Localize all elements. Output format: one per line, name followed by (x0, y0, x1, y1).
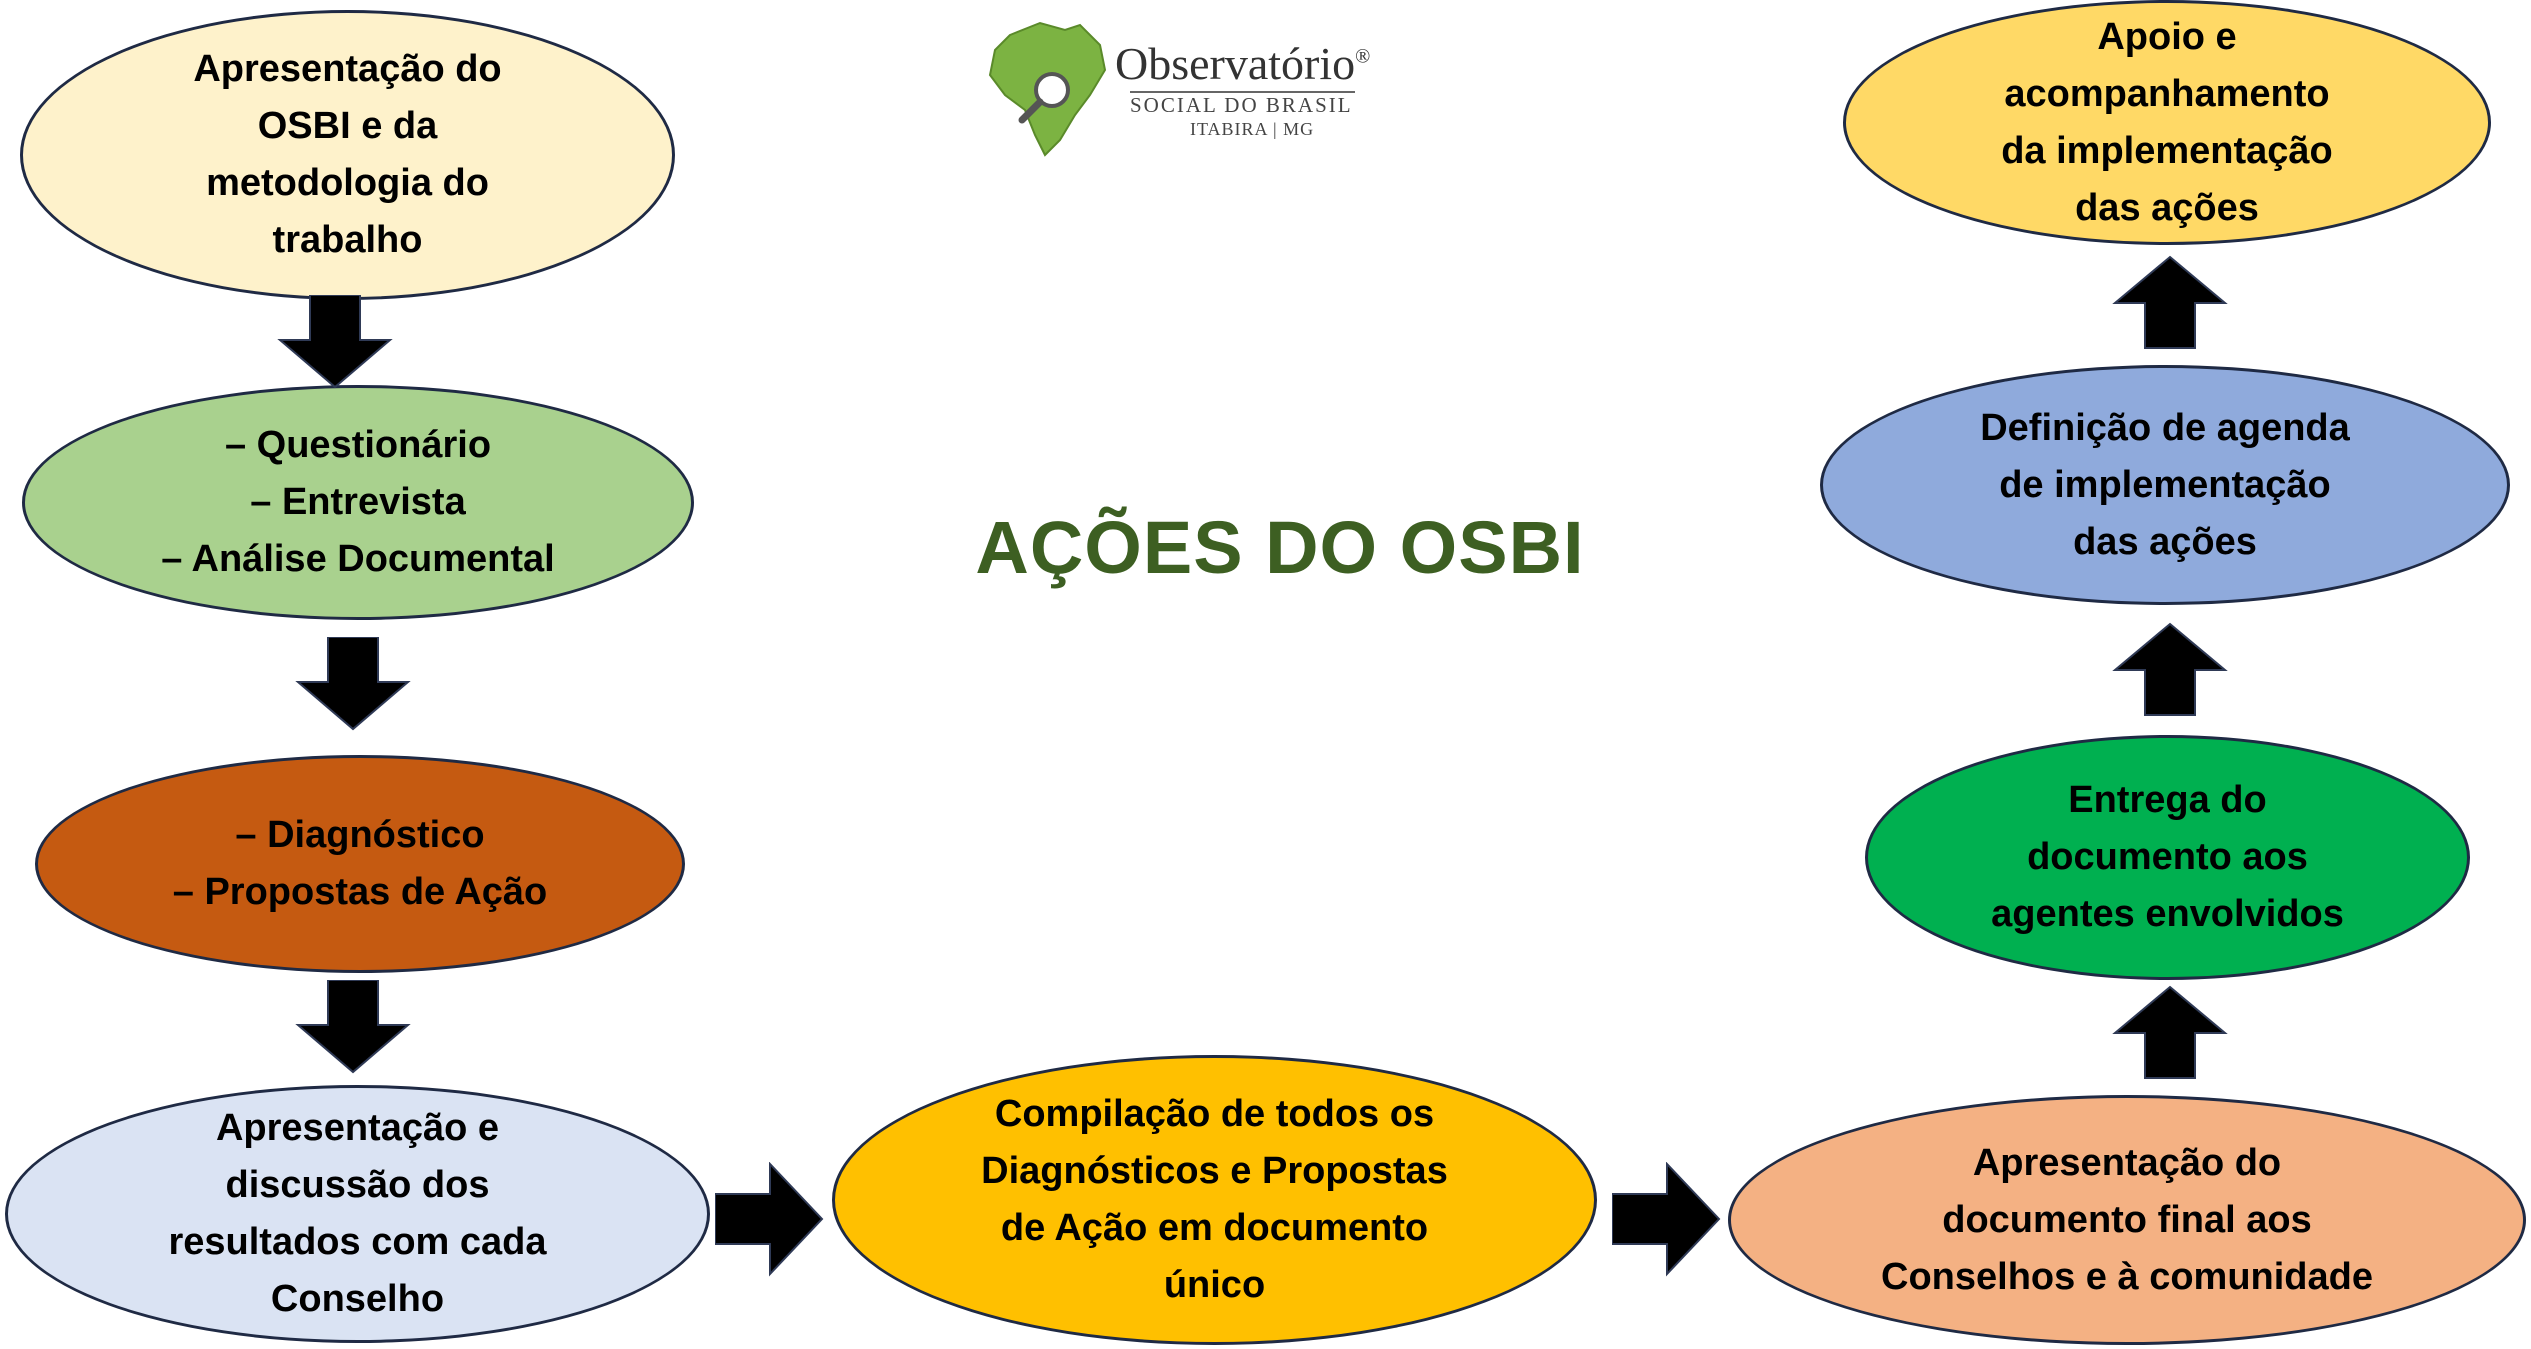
arrow-up-icon (2112, 255, 2228, 349)
node-presentation-methodology: Apresentação do OSBI e da metodologia do… (20, 10, 675, 300)
arrow-down-icon (277, 295, 393, 389)
node-label: – Questionário – Entrevista – Análise Do… (161, 424, 555, 580)
logo-city: ITABIRA | MG (1190, 119, 1315, 139)
node-label: Apresentação e discussão dos resultados … (168, 1107, 547, 1320)
arrow-right-icon (715, 1162, 824, 1277)
logo-subtitle: SOCIAL DO BRASIL (1130, 93, 1353, 117)
node-data-collection: – Questionário – Entrevista – Análise Do… (22, 385, 694, 620)
observatorio-logo: Observatório® SOCIAL DO BRASIL ITABIRA |… (980, 15, 1370, 165)
node-label: Apresentação do OSBI e da metodologia do… (193, 48, 502, 261)
diagram-title: AÇÕES DO OSBI (975, 506, 1585, 589)
node-label: – Diagnóstico – Propostas de Ação (172, 814, 548, 913)
node-delivery: Entrega do documento aos agentes envolvi… (1865, 735, 2470, 980)
node-compilation: Compilação de todos os Diagnósticos e Pr… (832, 1055, 1597, 1345)
node-label: Apresentação do documento final aos Cons… (1881, 1141, 2373, 1298)
node-results-discussion: Apresentação e discussão dos resultados … (5, 1085, 710, 1343)
arrow-down-icon (295, 637, 411, 731)
node-final-presentation: Apresentação do documento final aos Cons… (1728, 1095, 2526, 1345)
node-label: Compilação de todos os Diagnósticos e Pr… (981, 1093, 1448, 1306)
arrow-up-icon (2112, 622, 2228, 716)
brazil-map-icon (988, 21, 1107, 157)
registered-mark: ® (1355, 45, 1371, 68)
arrow-right-icon (1612, 1162, 1721, 1277)
node-label: Entrega do documento aos agentes envolvi… (1991, 779, 2344, 935)
arrow-up-icon (2112, 985, 2228, 1079)
logo-name: Observatório (1115, 38, 1356, 89)
node-label: Definição de agenda de implementação das… (1980, 406, 2350, 563)
node-agenda-definition: Definição de agenda de implementação das… (1820, 365, 2510, 605)
node-diagnosis: – Diagnóstico – Propostas de Ação (35, 755, 685, 973)
node-support-follow-up: Apoio e acompanhamento da implementação … (1843, 0, 2491, 245)
logo-divider (1130, 91, 1355, 93)
node-label: Apoio e acompanhamento da implementação … (2001, 15, 2333, 229)
arrow-down-icon (295, 980, 411, 1074)
